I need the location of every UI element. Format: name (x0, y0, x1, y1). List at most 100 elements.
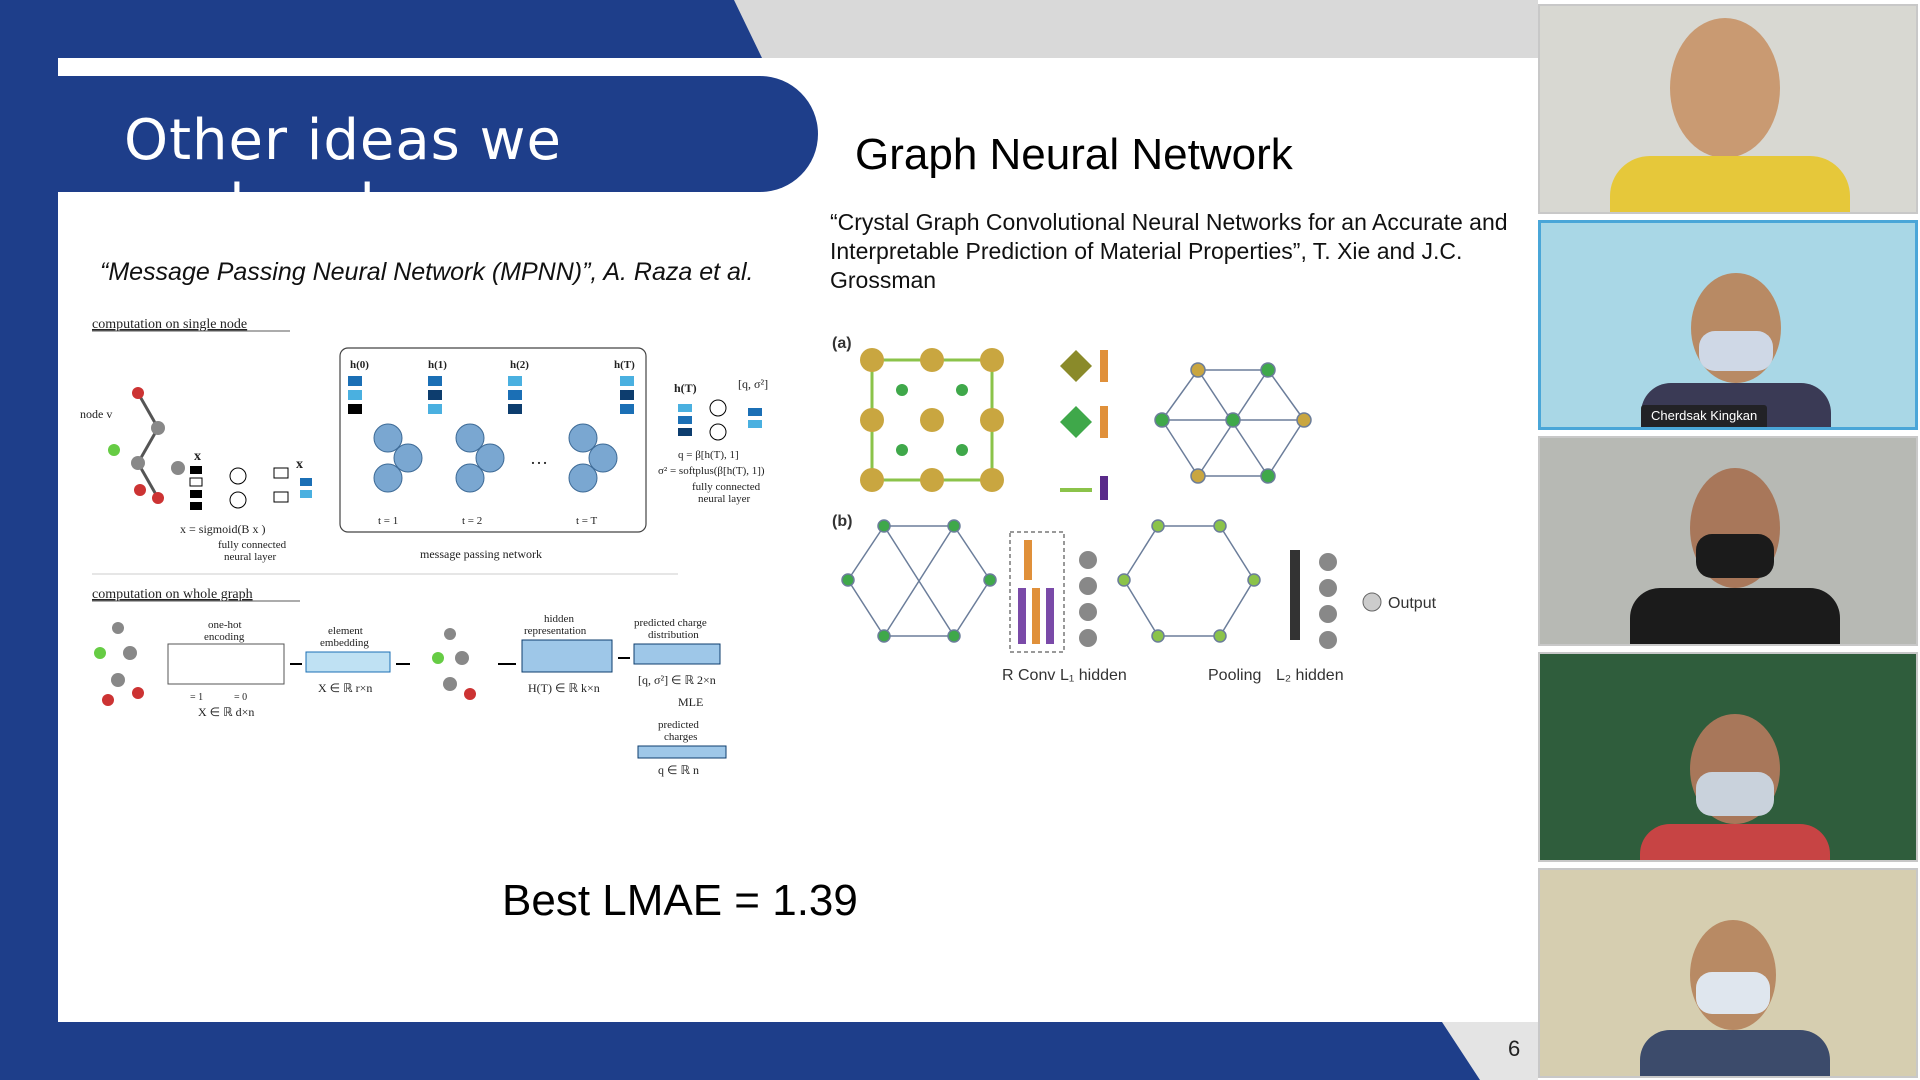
cgcnn-figure: (a) (b) (832, 335, 1437, 684)
t2-label: t = 2 (462, 515, 482, 527)
person-shirt (1610, 156, 1850, 212)
input-vector (189, 466, 312, 510)
hidden-state-vectors (348, 376, 634, 414)
participant-video-2[interactable]: Cherdsak Kingkan (1538, 220, 1918, 430)
face-mask (1696, 972, 1770, 1014)
hidden-representation-matrix (521, 639, 613, 673)
pc-label-2: charges (664, 731, 697, 743)
ellipsis: … (530, 448, 548, 468)
output-node (1362, 592, 1382, 612)
gnn-heading: Graph Neural Network (855, 130, 1293, 179)
fc2-label-2: neural layer (698, 493, 751, 505)
hT-label: h(T) (614, 359, 635, 371)
l1-hidden-label: L₁ hidden (1060, 667, 1127, 684)
pc-label-1: predicted (658, 719, 699, 731)
hidden-label-1: hidden (544, 613, 574, 625)
mpnn-figure: computation on single node node v x (80, 317, 768, 777)
output-label: Output (1388, 595, 1437, 612)
mpn-label: message passing network (420, 547, 542, 561)
cgcnn-citation: “Crystal Graph Convolutional Neural Netw… (830, 209, 1508, 293)
onehot-matrix (167, 643, 285, 685)
panel-b-label: (b) (832, 513, 852, 530)
xve-label: x (296, 457, 303, 472)
best-lmae: Best LMAE = 1.39 (502, 876, 858, 925)
hT-out-label: h(T) (674, 381, 697, 395)
participant-name-tag: Cherdsak Kingkan (1641, 405, 1768, 427)
rconv-box (1009, 531, 1065, 653)
pcd-label-1: predicted charge (634, 617, 707, 629)
legend-0: = 0 (234, 692, 247, 703)
xv-label: x (194, 449, 201, 464)
slide-title: Other ideas we explored (124, 108, 562, 238)
H-dim: H(T) ∈ ℝ k×n (528, 681, 600, 695)
pipeline-molecule (94, 622, 144, 706)
pcd-label-2: distribution (648, 629, 699, 641)
mle-label: MLE (678, 695, 703, 709)
message-passing-box (339, 347, 647, 533)
onehot-label-2: encoding (204, 631, 245, 643)
output-layer (678, 399, 762, 441)
tT-label: t = T (576, 515, 598, 527)
face-mask (1699, 331, 1773, 371)
molecule-icon (108, 387, 185, 504)
single-node-label: computation on single node (92, 317, 247, 332)
graph-steps (373, 423, 618, 493)
participant-video-1[interactable] (1538, 4, 1918, 214)
q-dim: q ∈ ℝ n (658, 763, 699, 777)
qs-dim: [q, σ²] ∈ ℝ 2×n (638, 673, 716, 687)
element-label-1: element (328, 625, 363, 637)
hidden-label-2: representation (524, 625, 587, 637)
h2-label: h(2) (510, 359, 529, 371)
fc-layer-label-1: fully connected (218, 539, 287, 551)
node-v-label: node v (80, 407, 112, 421)
crystal-graph-b (841, 519, 997, 643)
title-banner: Other ideas we explored (58, 76, 818, 238)
crystal-lattice (860, 348, 1004, 492)
hidden-layer-1 (1079, 551, 1097, 647)
whole-graph-label: computation on whole graph (92, 587, 253, 602)
pcd-matrix (633, 643, 721, 665)
crystal-graph-c (1117, 519, 1261, 643)
slide: Other ideas we explored Graph Neural Net… (58, 58, 1540, 1022)
X-dim: X ∈ ℝ d×n (198, 705, 254, 719)
face-mask (1696, 534, 1774, 578)
panel-a-label: (a) (832, 335, 852, 352)
slide-top-accent (734, 0, 1540, 58)
legend-1: = 1 (190, 692, 203, 703)
mpnn-citation: “Message Passing Neural Network (MPNN)”,… (100, 258, 754, 286)
sigma-equation: σ² = softplus(β[h(T), 1]) (658, 465, 765, 477)
l2-hidden-label: L₂ hidden (1276, 667, 1344, 684)
pipeline-molecule-2 (432, 628, 476, 700)
Xe-dim: X ∈ ℝ r×n (318, 681, 372, 695)
participant-video-4[interactable] (1538, 652, 1918, 862)
rconv-label: R Conv (1002, 667, 1055, 684)
pooled-vector (1290, 550, 1300, 640)
person-shirt (1640, 1030, 1830, 1076)
person-head (1670, 18, 1780, 158)
element-embedding-matrix (305, 651, 391, 673)
crystal-graph-a (1154, 362, 1312, 484)
participant-gallery: Cherdsak Kingkan (1538, 0, 1920, 1080)
fc2-label-1: fully connected (692, 481, 761, 493)
sigmoid-eq: x = sigmoid(B x ) (180, 522, 265, 536)
predicted-charges-vector (637, 745, 727, 759)
feature-icons (1060, 350, 1108, 500)
face-mask (1696, 772, 1774, 816)
participant-video-3[interactable] (1538, 436, 1918, 646)
q-sigma-label: [q, σ²] (738, 377, 768, 391)
pipeline-arrows (290, 657, 630, 665)
onehot-label-1: one-hot (208, 619, 242, 631)
h0-label: h(0) (350, 359, 369, 371)
q-equation: q = β[h(T), 1] (678, 449, 739, 461)
hidden-layer-2 (1319, 553, 1337, 649)
rconv-features (1018, 540, 1054, 644)
element-label-2: embedding (320, 637, 369, 649)
pooling-label: Pooling (1208, 667, 1261, 684)
page-number: 6 (1508, 1036, 1521, 1061)
t1-label: t = 1 (378, 515, 398, 527)
person-shirt (1630, 588, 1840, 644)
fc-layer-label-2: neural layer (224, 551, 277, 563)
participant-video-5[interactable] (1538, 868, 1918, 1078)
person-shirt (1640, 824, 1830, 860)
h1-label: h(1) (428, 359, 447, 371)
